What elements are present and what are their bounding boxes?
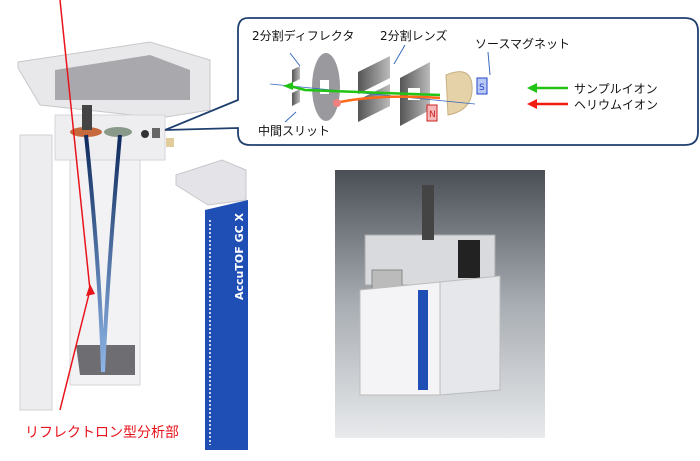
- legend-helium-ion: ヘリウムイオン: [527, 98, 658, 112]
- source-magnet-label: ソースマグネット: [475, 37, 570, 51]
- reflectron-cutaway: [17, 41, 247, 411]
- reflectron-pointer: [59, 0, 91, 291]
- accutof-panel: AccuTOF GC X: [205, 200, 248, 450]
- legend-sample-ion: サンプルイオン: [527, 82, 658, 96]
- logo-text: AccuTOF GC X: [233, 212, 246, 300]
- reflectron-label: リフレクトロン型分析部: [25, 425, 179, 441]
- magnet-s: S: [479, 83, 485, 93]
- callout: 2分割ディフレクタ 2分割レンズ ソースマグネット 中間スリット S N サンプ…: [164, 17, 699, 146]
- instrument-photo: [335, 170, 545, 438]
- svg-text:サンプルイオン: サンプルイオン: [574, 82, 658, 96]
- intermediate-slit-label: 中間スリット: [258, 123, 330, 138]
- lens-label: 2分割レンズ: [380, 28, 447, 43]
- deflector-label: 2分割ディフレクタ: [252, 28, 354, 43]
- magnet-n: N: [429, 110, 436, 120]
- svg-text:ヘリウムイオン: ヘリウムイオン: [574, 98, 658, 112]
